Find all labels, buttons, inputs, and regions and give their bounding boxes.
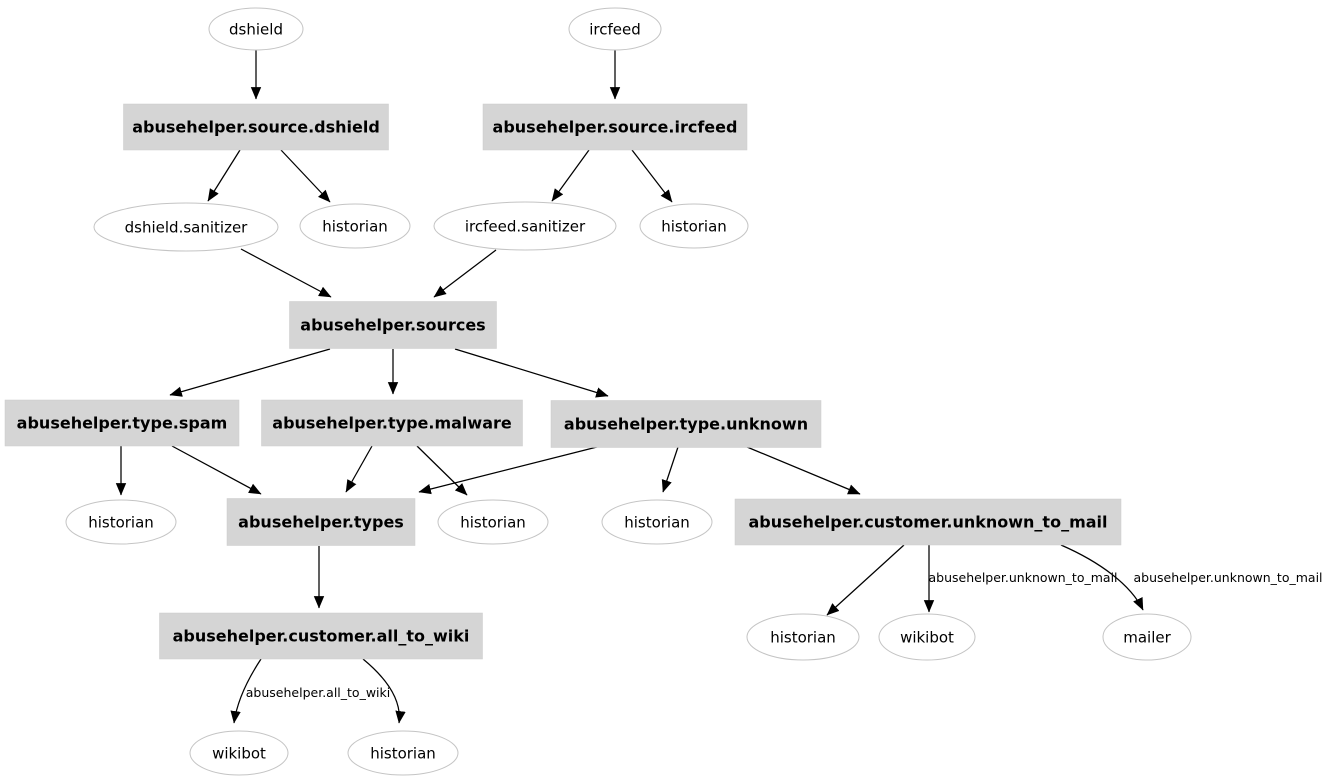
nodes-layer: dshield ircfeed abusehelper.source.dshield… — [4, 7, 1192, 776]
edge-type-spam-to-types — [171, 445, 262, 495]
node-box-all-to-wiki — [159, 612, 483, 660]
node-label-historian-4: historian — [460, 513, 526, 531]
node-historian-5: historian — [601, 499, 713, 545]
node-box-source-dshield — [123, 103, 389, 151]
node-ircfeed: ircfeed — [568, 7, 662, 51]
node-label-type-malware: abusehelper.type.malware — [272, 414, 512, 433]
node-ellipse-historian-7 — [347, 730, 459, 776]
node-source-ircfeed: abusehelper.source.ircfeed — [482, 103, 748, 151]
node-box-type-malware — [261, 399, 523, 447]
node-ellipse-mailer — [1102, 613, 1192, 661]
node-ellipse-historian-1 — [299, 203, 411, 249]
edge-all-to-wiki-to-wikibot-2 — [230, 658, 262, 724]
node-label-dshield-sanitizer: dshield.sanitizer — [125, 218, 249, 236]
node-ellipse-wikibot-2 — [189, 730, 289, 776]
node-type-spam: abusehelper.type.spam — [4, 399, 240, 447]
node-historian-1: historian — [299, 203, 411, 249]
node-historian-6: historian — [746, 613, 860, 661]
node-historian-4: historian — [437, 499, 549, 545]
node-box-type-spam — [4, 399, 240, 447]
node-label-all-to-wiki: abusehelper.customer.all_to_wiki — [173, 627, 470, 646]
edge-type-unknown-to-historian-5 — [661, 446, 679, 493]
node-all-to-wiki: abusehelper.customer.all_to_wiki — [159, 612, 483, 660]
edge-type-unknown-to-unknown-to-mail — [746, 446, 861, 495]
node-historian-2: historian — [639, 203, 749, 249]
node-box-types — [226, 498, 416, 546]
node-ellipse-dshield-sanitizer — [93, 202, 279, 252]
edge-dshield-sanitizer-to-sources — [240, 248, 332, 298]
node-types: abusehelper.types — [226, 498, 416, 546]
node-label-ircfeed-sanitizer: ircfeed.sanitizer — [465, 217, 586, 235]
edge-source-ircfeed-to-historian-2 — [631, 149, 673, 203]
node-ellipse-ircfeed-sanitizer — [433, 201, 617, 251]
node-label-mailer: mailer — [1123, 628, 1171, 646]
node-type-malware: abusehelper.type.malware — [261, 399, 523, 447]
node-label-source-ircfeed: abusehelper.source.ircfeed — [493, 118, 738, 137]
node-dshield-sanitizer: dshield.sanitizer — [93, 202, 279, 252]
node-unknown-to-mail: abusehelper.customer.unknown_to_mail — [734, 498, 1122, 546]
edge-label-unknown-to-mail-to-mailer: abusehelper.unknown_to_mail — [1133, 570, 1322, 585]
node-label-unknown-to-mail: abusehelper.customer.unknown_to_mail — [748, 513, 1107, 532]
node-label-type-spam: abusehelper.type.spam — [17, 414, 228, 433]
node-ellipse-wikibot-1 — [878, 613, 976, 661]
node-box-source-ircfeed — [482, 103, 748, 151]
node-label-ircfeed: ircfeed — [589, 20, 641, 38]
edge-unknown-to-mail-to-mailer — [1060, 544, 1144, 611]
node-sources: abusehelper.sources — [289, 301, 497, 349]
edge-unknown-to-mail-to-historian-6 — [826, 544, 905, 616]
node-ellipse-historian-6 — [746, 613, 860, 661]
edge-label-unknown-to-mail-to-wikibot-1: abusehelper.unknown_to_mail — [928, 570, 1117, 585]
edge-all-to-wiki-to-historian-7 — [362, 658, 406, 724]
node-label-sources: abusehelper.sources — [300, 316, 485, 335]
node-box-type-unknown — [550, 400, 822, 448]
node-label-wikibot-2: wikibot — [212, 744, 266, 762]
node-label-source-dshield: abusehelper.source.dshield — [132, 118, 380, 137]
node-source-dshield: abusehelper.source.dshield — [123, 103, 389, 151]
node-ellipse-historian-4 — [437, 499, 549, 545]
edge-ircfeed-sanitizer-to-sources — [433, 249, 497, 298]
node-label-type-unknown: abusehelper.type.unknown — [564, 415, 808, 434]
node-ellipse-historian-3 — [65, 499, 177, 545]
node-ellipse-dshield — [208, 7, 304, 51]
node-type-unknown: abusehelper.type.unknown — [550, 400, 822, 448]
edges-layer — [115, 50, 1144, 724]
edge-sources-to-type-unknown — [454, 348, 609, 398]
edge-source-dshield-to-dshield-sanitizer — [207, 149, 241, 202]
edge-sources-to-type-spam — [169, 348, 331, 397]
node-mailer: mailer — [1102, 613, 1192, 661]
node-dshield: dshield — [208, 7, 304, 51]
node-historian-7: historian — [347, 730, 459, 776]
node-box-unknown-to-mail — [734, 498, 1122, 546]
node-label-wikibot-1: wikibot — [900, 628, 954, 646]
node-historian-3: historian — [65, 499, 177, 545]
node-wikibot-2: wikibot — [189, 730, 289, 776]
node-ellipse-historian-5 — [601, 499, 713, 545]
node-label-historian-6: historian — [770, 628, 836, 646]
node-label-historian-2: historian — [661, 217, 727, 235]
node-label-dshield: dshield — [229, 20, 283, 38]
edge-label-all-to-wiki-to-wikibot-2: abusehelper.all_to_wiki — [246, 685, 390, 700]
edge-type-unknown-to-types — [418, 446, 598, 495]
node-box-sources — [289, 301, 497, 349]
edge-type-malware-to-historian-4 — [416, 445, 468, 496]
node-label-historian-5: historian — [624, 513, 690, 531]
node-label-historian-1: historian — [322, 217, 388, 235]
node-wikibot-1: wikibot — [878, 613, 976, 661]
node-label-historian-7: historian — [370, 744, 436, 762]
edge-source-dshield-to-historian-1 — [280, 149, 331, 203]
node-label-types: abusehelper.types — [238, 513, 404, 532]
edge-labels-layer: abusehelper.all_to_wiki abusehelper.unkno… — [246, 570, 1323, 700]
node-ellipse-ircfeed — [568, 7, 662, 51]
node-label-historian-3: historian — [88, 513, 154, 531]
edge-type-malware-to-types — [345, 445, 373, 493]
node-ircfeed-sanitizer: ircfeed.sanitizer — [433, 201, 617, 251]
node-ellipse-historian-2 — [639, 203, 749, 249]
edge-source-ircfeed-to-ircfeed-sanitizer — [551, 149, 590, 202]
